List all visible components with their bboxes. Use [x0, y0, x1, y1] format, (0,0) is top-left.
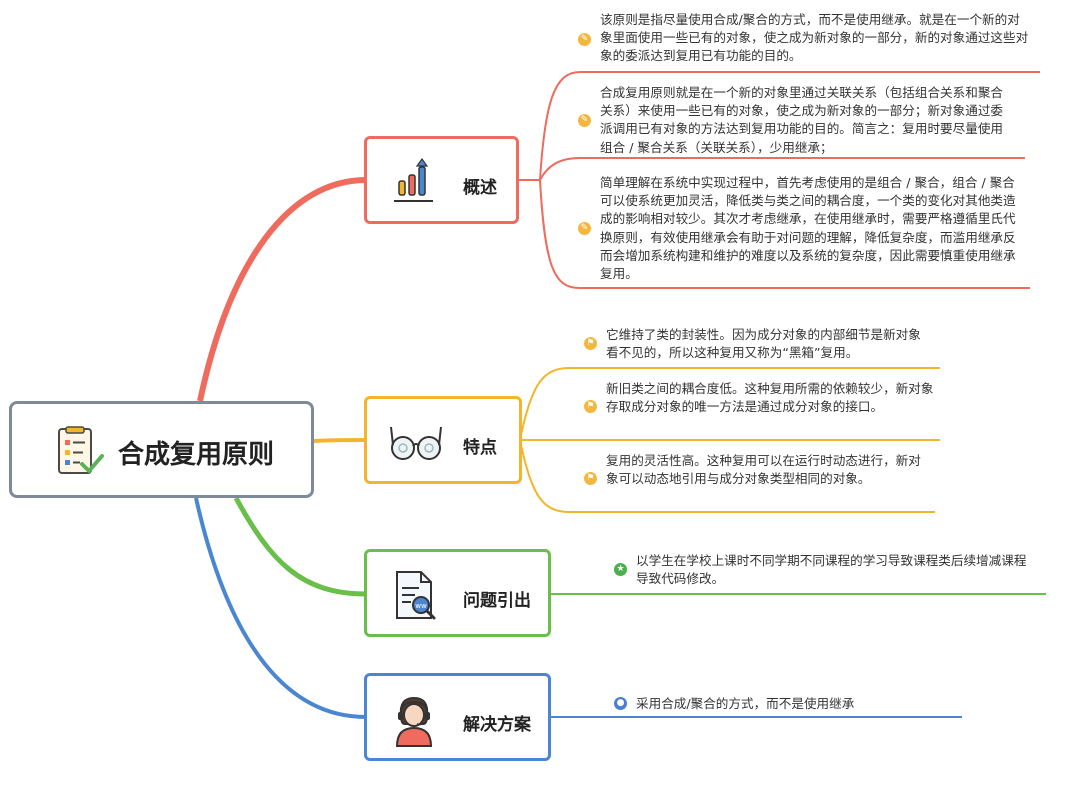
wenti-leaf1-star-icon: ★: [614, 563, 627, 576]
connector-root-gaishu: [197, 177, 367, 402]
connector-tedian-leaf3: [519, 439, 935, 513]
jiejue-leaf1-user-icon: ●: [614, 697, 627, 710]
branch-gaishu-label: 概述: [463, 178, 497, 198]
connector-root-jiejue: [194, 497, 367, 719]
branch-wenti[interactable]: ww 问题引出: [364, 549, 551, 637]
gaishu-leaf3[interactable]: 简单理解在系统中实现过程中，首先考虑使用的是组合 / 聚合，组合 / 聚合可以使…: [600, 175, 1016, 282]
gaishu-leaf3-bullet-icon: ✎: [578, 222, 591, 235]
glasses-icon: [389, 417, 445, 471]
gaishu-leaf1[interactable]: 该原则是指尽量使用合成/聚合的方式，而不是使用继承。就是在一个新的对象里面使用一…: [600, 12, 1029, 64]
jiejue-leaf1[interactable]: 采用合成/聚合的方式，而不是使用继承: [636, 696, 855, 711]
branch-jiejue[interactable]: 解决方案: [364, 673, 551, 761]
root-title: 合成复用原则: [118, 440, 275, 470]
tedian-leaf2[interactable]: 新旧类之间的耦合度低。这种复用所需的依赖较少，新对象存取成分对象的唯一方法是通过…: [606, 381, 934, 415]
branch-tedian[interactable]: 特点: [364, 396, 522, 484]
bar-chart-icon: [389, 157, 439, 211]
connector-tedian-leaf1: [519, 367, 940, 441]
support-agent-icon: [389, 694, 439, 752]
branch-wenti-label: 问题引出: [463, 591, 531, 611]
connector-gaishu-leaf1: [539, 71, 1040, 181]
checklist-icon: [56, 426, 104, 482]
branch-tedian-label: 特点: [463, 438, 497, 458]
gaishu-leaf2[interactable]: 合成复用原则就是在一个新的对象里通过关联关系（包括组合关系和聚合关系）来使用一些…: [600, 85, 1003, 155]
root-node[interactable]: 合成复用原则: [9, 401, 314, 498]
branch-gaishu[interactable]: 概述: [364, 136, 519, 224]
gaishu-leaf2-bullet-icon: ✎: [578, 114, 591, 127]
web-document-icon: ww: [389, 570, 439, 628]
tedian-leaf3-flag-icon: ⚑: [584, 472, 597, 485]
svg-text:ww: ww: [415, 602, 427, 610]
tedian-leaf1-flag-icon: ⚑: [584, 337, 597, 350]
wenti-leaf1[interactable]: 以学生在学校上课时不同学期不同课程的学习导致课程类后续增减课程导致代码修改。: [636, 553, 1027, 587]
tedian-leaf2-flag-icon: ⚑: [584, 400, 597, 413]
tedian-leaf3[interactable]: 复用的灵活性高。这种复用可以在运行时动态进行，新对象可以动态地引用与成分对象类型…: [606, 453, 921, 487]
connector-root-wenti: [233, 496, 367, 597]
connector-gaishu-leaf3: [539, 179, 1030, 289]
gaishu-leaf1-bullet-icon: ✎: [578, 33, 591, 46]
branch-jiejue-label: 解决方案: [463, 715, 531, 735]
tedian-leaf1[interactable]: 它维持了类的封装性。因为成分对象的内部细节是新对象看不见的，所以这种复用又称为“…: [606, 327, 921, 361]
connector-root-tedian: [313, 438, 367, 443]
connector-gaishu-leaf2: [539, 157, 1025, 181]
